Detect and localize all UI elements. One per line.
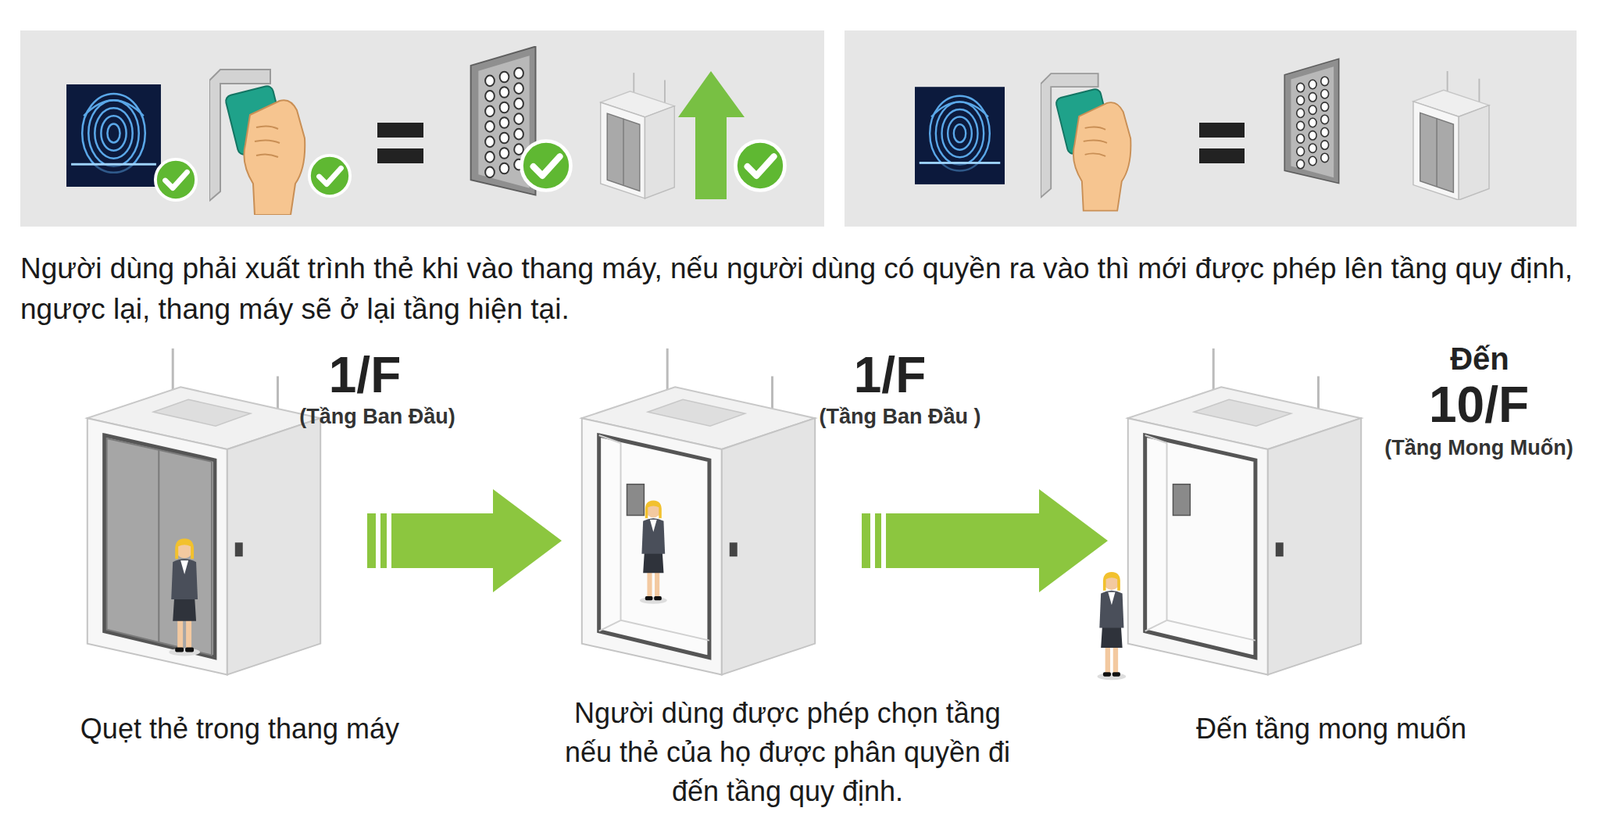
flow-arrow <box>861 489 1108 593</box>
flow-arrow <box>367 489 562 593</box>
top-illustration <box>0 0 1600 235</box>
step-caption: Đến tầng mong muốn <box>1196 712 1467 745</box>
floor-label: 1/F <box>328 346 401 405</box>
floor-label: 10/F <box>1428 376 1529 435</box>
elevator-step: Đến10/F(Tầng Mong Muốn)Đến tầng mong muố… <box>1096 346 1393 684</box>
step-caption: Người dùng được phép chọn tầng nếu thẻ c… <box>557 693 1018 811</box>
elevator-illustration <box>550 346 847 684</box>
floor-note: (Tầng Mong Muốn) <box>1384 435 1573 461</box>
floor-note: (Tầng Ban Đầu) <box>299 404 456 429</box>
step-caption: Quẹt thẻ trong thang máy <box>80 712 400 745</box>
description-text: Người dùng phải xuất trình thẻ khi vào t… <box>20 248 1583 330</box>
floor-label: 1/F <box>853 346 926 405</box>
elevator-step: 1/F(Tầng Ban Đầu )Người dùng được phép c… <box>550 346 847 684</box>
elevator-illustration <box>1096 346 1393 684</box>
floor-prefix: Đến <box>1450 340 1510 377</box>
elevator-illustration <box>56 346 352 684</box>
floor-note: (Tầng Ban Đầu ) <box>819 404 982 429</box>
elevator-step: 1/F(Tầng Ban Đầu)Quẹt thẻ trong thang má… <box>56 346 352 684</box>
